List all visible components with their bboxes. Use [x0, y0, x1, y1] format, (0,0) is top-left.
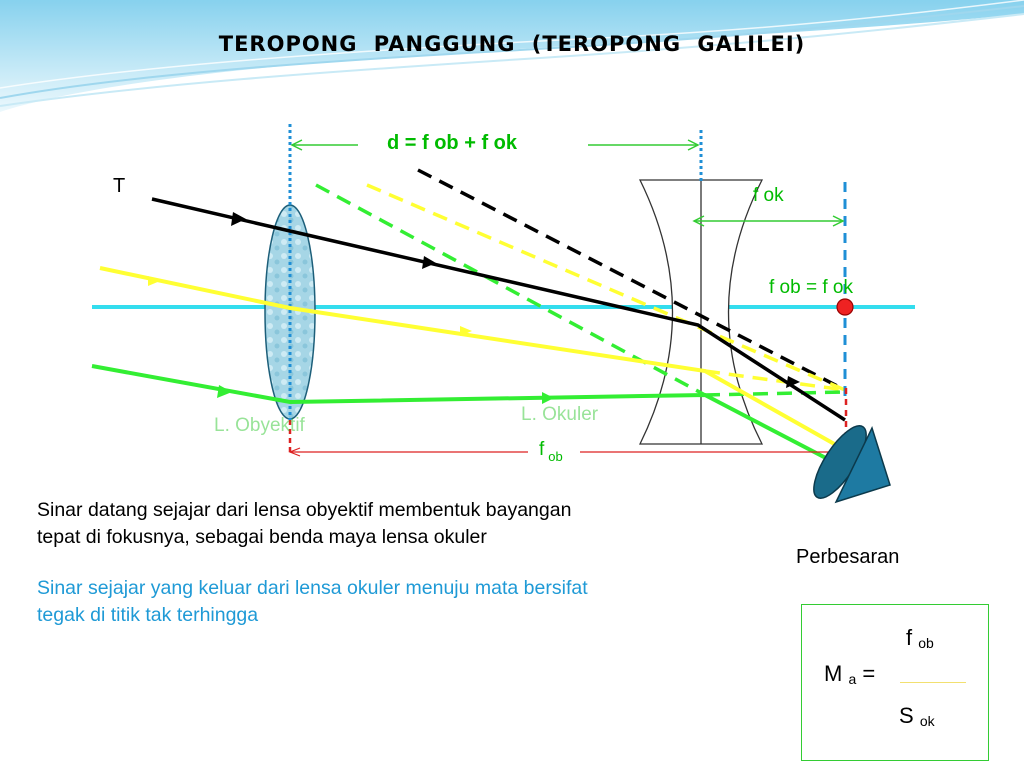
header-waves	[0, 0, 1024, 112]
focus-point	[836, 298, 854, 316]
formula-lhs: M a =	[824, 661, 875, 687]
formula-fraction-line	[900, 682, 966, 683]
formula-denominator: S ok	[899, 703, 935, 729]
formula-denominator-main: S	[899, 703, 914, 728]
formula-denominator-sub: ok	[919, 713, 935, 729]
ray-green	[91, 364, 846, 470]
magnification-formula-box: f ob M a = S ok	[801, 604, 989, 761]
ray-black	[151, 197, 846, 422]
eye	[813, 425, 891, 504]
page-title: TEROPONG PANGGUNG (TEROPONG GALILEI)	[218, 32, 806, 56]
object-point-label: T	[113, 175, 125, 197]
ray-yellow	[99, 266, 846, 452]
formula-lhs-sub: a	[848, 671, 857, 687]
paragraph-2: Sinar sejajar yang keluar dari lensa oku…	[37, 575, 588, 629]
f-ob-dimension	[288, 388, 848, 453]
formula-lhs-main: M	[824, 661, 843, 686]
dashed-black-extension	[417, 168, 846, 392]
f-ob-label-sub: ob	[548, 449, 562, 464]
formula-numerator-sub: ob	[918, 635, 934, 651]
formula-numerator: f ob	[906, 625, 934, 651]
f-ob-eq-f-ok-label: f ob = f ok	[769, 277, 853, 298]
paragraph-2-line-1: Sinar sejajar yang keluar dari lensa oku…	[37, 577, 588, 599]
ray-arrows	[148, 212, 800, 404]
objective-lens-label: L. Obyektif	[214, 415, 306, 436]
distance-d-dimension	[290, 139, 700, 151]
distance-label: d = f ob + f ok	[387, 132, 518, 154]
dashed-yellow-extension	[366, 183, 846, 392]
magnification-heading: Perbesaran	[796, 546, 900, 568]
paragraph-1: Sinar datang sejajar dari lensa obyektif…	[37, 497, 571, 551]
paragraph-1-line-1: Sinar datang sejajar dari lensa obyektif…	[37, 499, 572, 521]
ocular-lens-label: L. Okuler	[521, 404, 599, 425]
f-ok-label: f ok	[753, 185, 784, 206]
f-ok-dimension	[692, 215, 845, 227]
f-ob-dimension-line	[288, 447, 846, 457]
paragraph-2-line-2: tegak di titik tak terhingga	[37, 604, 259, 626]
f-ob-label-main: f	[539, 439, 545, 460]
formula-numerator-main: f	[906, 625, 913, 650]
paragraph-1-line-2: tepat di fokusnya, sebagai benda maya le…	[37, 526, 487, 548]
formula-equals: =	[862, 661, 876, 686]
